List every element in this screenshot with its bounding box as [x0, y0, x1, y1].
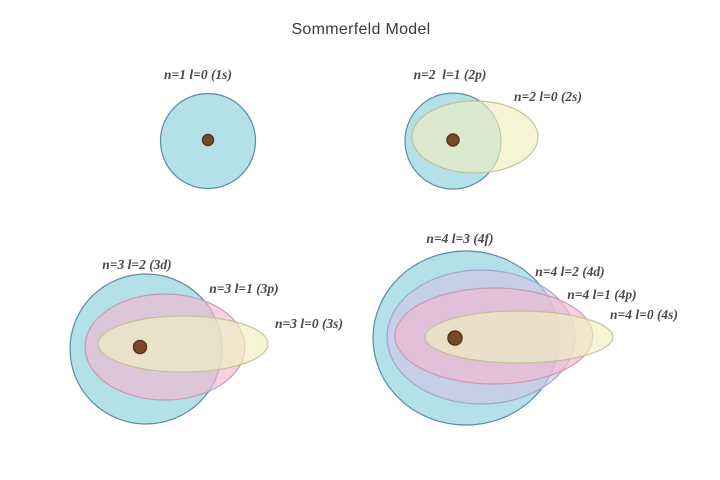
orbit-label-3p: n=3 l=1 (3p) — [209, 281, 278, 296]
orbit-label-3d: n=3 l=2 (3d) — [102, 257, 171, 272]
nucleus-dot-n2 — [446, 133, 460, 147]
nucleus-dot-n1 — [201, 133, 215, 147]
orbit-group-n4: n=4 l=3 (4f) n=4 l=2 (4d) n=4 l=1 (4p) n… — [372, 231, 678, 426]
orbit-label-1s: n=1 l=0 (1s) — [164, 67, 232, 82]
nucleus-dot-n3 — [132, 339, 148, 355]
orbit-group-n2: n=2 l=1 (2p) n=2 l=0 (2s) — [404, 67, 582, 190]
orbit-3s-ellipse — [97, 315, 269, 373]
orbit-group-n1: n=1 l=0 (1s) — [159, 67, 257, 190]
orbit-2s-ellipse — [411, 100, 539, 174]
orbit-label-4p: n=4 l=1 (4p) — [567, 287, 636, 302]
orbit-group-n3: n=3 l=2 (3d) n=3 l=1 (3p) n=3 l=0 (3s) — [69, 257, 343, 425]
orbit-label-2s: n=2 l=0 (2s) — [514, 89, 582, 104]
nucleus-dot-n4 — [447, 330, 463, 346]
orbit-label-4s: n=4 l=0 (4s) — [610, 307, 678, 322]
orbit-label-4f: n=4 l=3 (4f) — [426, 231, 493, 246]
orbit-label-3s: n=3 l=0 (3s) — [275, 316, 343, 331]
orbit-label-2p: n=2 l=1 (2p) — [414, 67, 487, 82]
diagram-title: Sommerfeld Model — [291, 21, 430, 38]
orbit-label-4d: n=4 l=2 (4d) — [535, 264, 604, 279]
orbit-4s-ellipse — [424, 310, 614, 364]
